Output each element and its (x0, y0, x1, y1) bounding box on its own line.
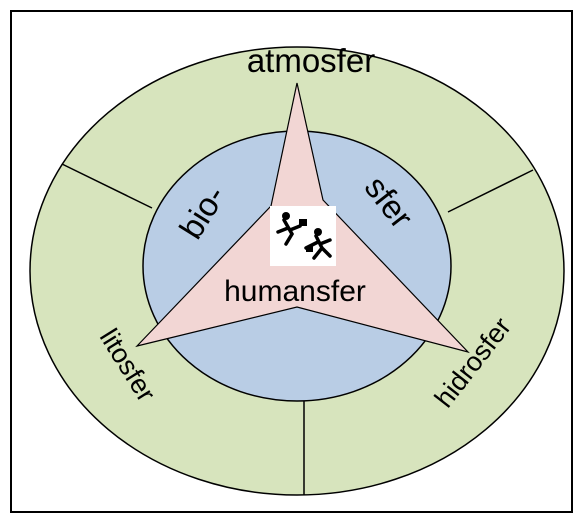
atmosphere-label: atmosfer (247, 42, 375, 79)
divider-right (447, 169, 534, 213)
running-people-icon (270, 206, 336, 266)
humansphere-label: humansfer (224, 275, 366, 308)
divider-left (61, 163, 153, 209)
